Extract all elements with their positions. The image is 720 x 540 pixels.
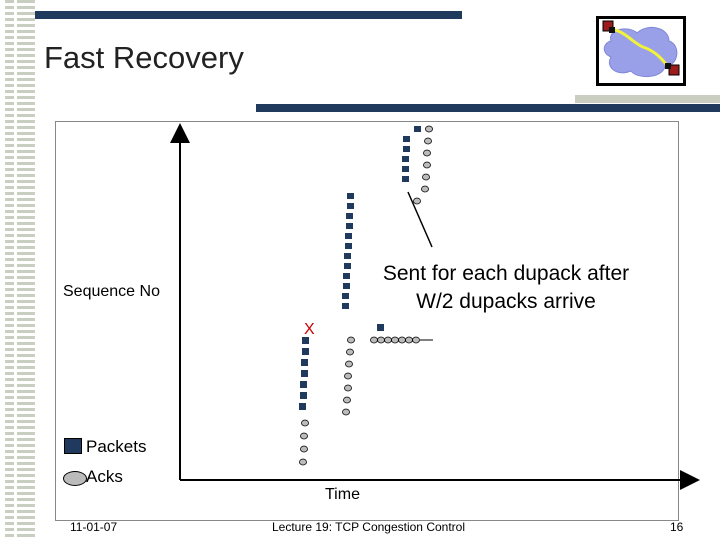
packet [344, 263, 351, 269]
packet [402, 156, 409, 162]
top-accent-bar [35, 11, 462, 19]
packet [300, 381, 307, 388]
legend-packet-swatch [64, 438, 82, 454]
loss-marker: X [304, 321, 315, 338]
packet [403, 136, 410, 142]
slide-title: Fast Recovery [44, 40, 244, 75]
network-logo-icon [596, 16, 686, 86]
ack [412, 336, 420, 344]
ack [384, 336, 392, 344]
legend-packets-label: Packets [86, 437, 147, 456]
legend-acks-label: Acks [86, 467, 123, 486]
ack [342, 408, 350, 416]
ack [391, 336, 399, 344]
annotation-text: Sent for each dupack after W/2 dupacks a… [356, 260, 656, 316]
packet [377, 324, 384, 331]
ack [424, 137, 432, 145]
packet [299, 403, 306, 410]
ack [347, 336, 355, 344]
legend-ack-swatch [63, 471, 87, 486]
annotation-line-2: W/2 dupacks arrive [416, 290, 596, 313]
stripe-gap [14, 0, 17, 540]
acks-group-1 [299, 419, 309, 466]
ack [300, 445, 308, 453]
packet [344, 253, 351, 259]
ack [422, 173, 430, 181]
packet [342, 303, 349, 309]
ack [343, 396, 351, 404]
ack [377, 336, 385, 344]
ack [423, 161, 431, 169]
ack [398, 336, 406, 344]
packet [345, 243, 352, 249]
packet [403, 146, 410, 152]
packet [402, 176, 409, 182]
packets-group-3 [402, 126, 421, 182]
decorative-stripes [5, 0, 35, 540]
y-axis-label: Sequence No [63, 283, 160, 300]
annotation-line-1: Sent for each dupack after [382, 262, 630, 285]
packet [302, 337, 309, 344]
packet [342, 293, 349, 299]
footer-course: Lecture 19: TCP Congestion Control [272, 520, 466, 534]
footer-date: 11-01-07 [70, 520, 118, 534]
ack [346, 348, 354, 356]
ack [300, 432, 308, 440]
packet [301, 359, 308, 366]
ack [370, 336, 378, 344]
footer-page-number: 16 [670, 520, 684, 534]
ack [301, 419, 309, 427]
ack [421, 185, 429, 193]
packet [414, 126, 421, 132]
packet [343, 273, 350, 279]
packets-group-2 [342, 193, 354, 309]
accent-bar-light [575, 95, 720, 103]
ack [413, 197, 421, 205]
annotation-pointer [407, 191, 433, 248]
title-underline-bar [256, 104, 720, 112]
packet [343, 283, 350, 289]
packet [346, 213, 353, 219]
ack [423, 149, 431, 157]
ack [345, 360, 353, 368]
ack [405, 336, 413, 344]
ack [425, 125, 433, 133]
packet [402, 166, 409, 172]
packet [346, 223, 353, 229]
packet [301, 370, 308, 377]
x-axis-label: Time [325, 486, 360, 503]
ack [299, 458, 307, 466]
diagram-frame [55, 121, 679, 521]
dupack-row [370, 336, 420, 344]
acks-group-3 [413, 125, 433, 205]
packet [300, 392, 307, 399]
packet [347, 193, 354, 199]
packet [347, 203, 354, 209]
ack [344, 372, 352, 380]
packet [302, 348, 309, 355]
packets-group-1 [299, 337, 309, 410]
ack [344, 384, 352, 392]
packet [345, 233, 352, 239]
acks-group-2 [342, 336, 355, 416]
